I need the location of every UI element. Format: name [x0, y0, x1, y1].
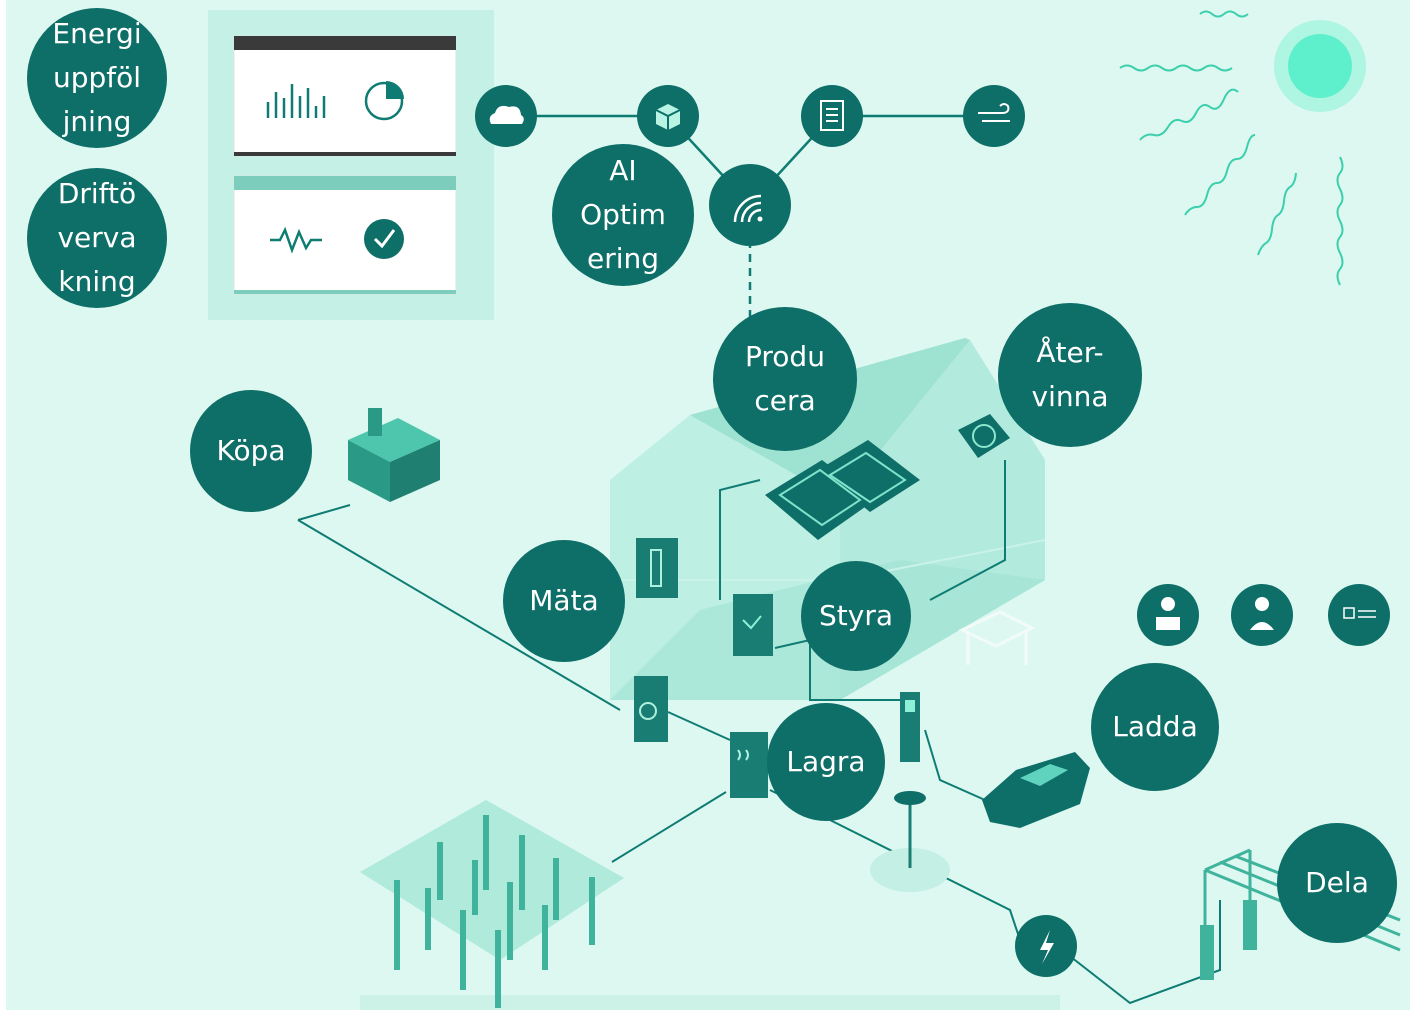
label-kopa: Köpa	[216, 434, 286, 467]
document-icon	[801, 85, 863, 147]
checklist-icon	[1328, 584, 1390, 646]
cloud-icon	[475, 85, 537, 147]
bubble-dela: Dela	[1277, 823, 1397, 943]
lightning-icon	[1015, 915, 1077, 977]
bubble-mata: Mäta	[503, 540, 625, 662]
bubble-styra: Styra	[801, 561, 911, 671]
thermostat-device	[636, 538, 678, 598]
storage-device	[730, 732, 768, 798]
bubble-producera: Produ cera	[713, 307, 857, 451]
pie-chart-icon	[364, 81, 404, 121]
controller-device	[733, 594, 773, 656]
label-ladda: Ladda	[1112, 710, 1198, 743]
bubble-energiuppfoljning: Energi uppföl jning	[27, 8, 167, 148]
solar-panel	[765, 440, 920, 540]
label-styra: Styra	[819, 599, 893, 632]
label-lagra: Lagra	[786, 745, 866, 778]
connection-lines	[297, 504, 1221, 1005]
label-mata: Mäta	[529, 584, 599, 617]
lamp-icon	[870, 791, 950, 892]
meter-device	[634, 676, 668, 742]
label-dela: Dela	[1305, 866, 1369, 899]
wind-icon	[963, 85, 1025, 147]
label-driftovervakning: Driftö verva kning	[57, 177, 137, 298]
house	[610, 338, 1046, 798]
charger-device	[900, 692, 920, 762]
car-icon	[982, 752, 1090, 828]
bubble-ladda: Ladda	[1091, 663, 1219, 791]
label-energiuppfoljning: Energi uppföl jning	[52, 17, 142, 138]
worker-wrench-icon	[1231, 584, 1293, 646]
bubble-atervinna: Åter- vinna	[998, 303, 1142, 447]
bubble-lagra: Lagra	[767, 703, 885, 821]
bubble-ai-optimering: AI Optim ering	[552, 144, 694, 286]
label-atervinna: Åter- vinna	[1031, 336, 1109, 413]
bubble-driftovervakning: Driftö verva kning	[27, 168, 167, 308]
sun-icon	[1119, 10, 1366, 286]
worker-laptop-icon	[1137, 584, 1199, 646]
desk	[958, 610, 1036, 665]
pulse-icon	[270, 226, 322, 254]
check-icon	[364, 219, 404, 259]
geothermal-field	[360, 800, 624, 1008]
label-ai-optimering: AI Optim ering	[580, 154, 666, 275]
label-producera: Produ cera	[745, 340, 825, 417]
cube-icon	[637, 85, 699, 147]
heat-box	[348, 408, 440, 502]
fan-icon	[958, 414, 1010, 458]
bar-chart-icon	[266, 84, 326, 118]
wifi-icon	[709, 164, 791, 246]
bubble-kopa: Köpa	[190, 390, 312, 512]
dashboard-panel	[208, 10, 494, 320]
